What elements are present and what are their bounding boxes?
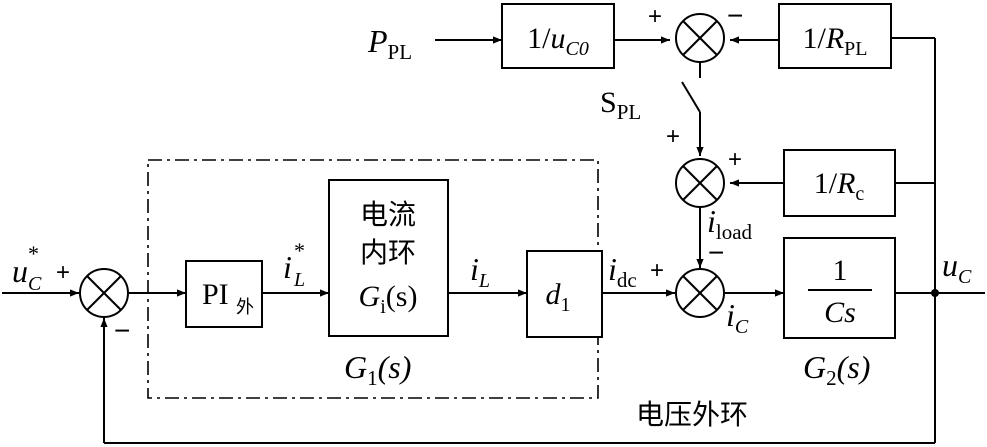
label-iload: iload — [707, 203, 753, 244]
svg-text:Gi(s): Gi(s) — [359, 280, 418, 318]
svg-text:1/uC0: 1/uC0 — [527, 22, 589, 60]
sign-ic-left: + — [650, 257, 664, 284]
svg-text:外: 外 — [236, 297, 254, 318]
svg-text:内环: 内环 — [360, 236, 416, 269]
svg-text:d1: d1 — [546, 278, 571, 316]
summing-junction-load — [675, 158, 725, 208]
sign-top-right: − — [727, 0, 743, 31]
block-current-inner-loop: 电流 内环 Gi(s) — [328, 179, 449, 337]
block-inv-rpl: 1/RPL — [778, 3, 892, 69]
label-p-pl: PPL — [367, 23, 412, 64]
label-uc-star: u * C — [12, 241, 42, 295]
block-plant-1-over-cs: 1 Cs — [783, 237, 896, 339]
svg-text:*: * — [28, 241, 39, 266]
sign-main-bottom: − — [114, 315, 130, 346]
junction-dot — [931, 289, 939, 297]
label-g1: G1(s) — [344, 349, 411, 390]
svg-text:PI: PI — [202, 278, 229, 311]
sign-load-top: + — [666, 123, 680, 150]
block-inv-rc: 1/Rc — [783, 149, 896, 217]
label-idc: idc — [608, 251, 637, 292]
label-uc-output: uC — [942, 247, 972, 288]
block-inv-uc0: 1/uC0 — [501, 3, 615, 69]
svg-text:u: u — [12, 253, 28, 289]
sign-main-left: + — [56, 259, 70, 286]
label-il-star: i * L — [283, 238, 305, 291]
block-pi-outer: PI 外 — [185, 260, 263, 328]
summing-junction-main — [79, 268, 129, 318]
svg-text:i: i — [283, 249, 292, 285]
label-ic: iC — [726, 297, 749, 338]
svg-text:1: 1 — [833, 254, 848, 287]
svg-text:L: L — [293, 269, 305, 291]
label-outer-voltage-loop: 电压外环 — [636, 398, 748, 431]
sign-load-right: + — [728, 146, 742, 173]
sign-top-left: + — [648, 3, 662, 30]
label-s-pl: SPL — [600, 86, 641, 124]
label-g2: G2(s) — [803, 349, 870, 390]
block-d1: d1 — [526, 250, 603, 338]
svg-text:Cs: Cs — [824, 296, 856, 329]
svg-text:1/Rc: 1/Rc — [814, 167, 865, 205]
svg-text:电流: 电流 — [360, 198, 416, 231]
svg-text:1/RPL: 1/RPL — [802, 22, 867, 60]
summing-junction-top — [675, 13, 725, 63]
label-il: iL — [470, 251, 490, 292]
summing-junction-ic — [675, 268, 725, 318]
svg-text:C: C — [28, 273, 42, 295]
signal-wires — [2, 36, 985, 444]
svg-text:*: * — [294, 238, 305, 263]
sign-ic-top: − — [708, 237, 724, 268]
